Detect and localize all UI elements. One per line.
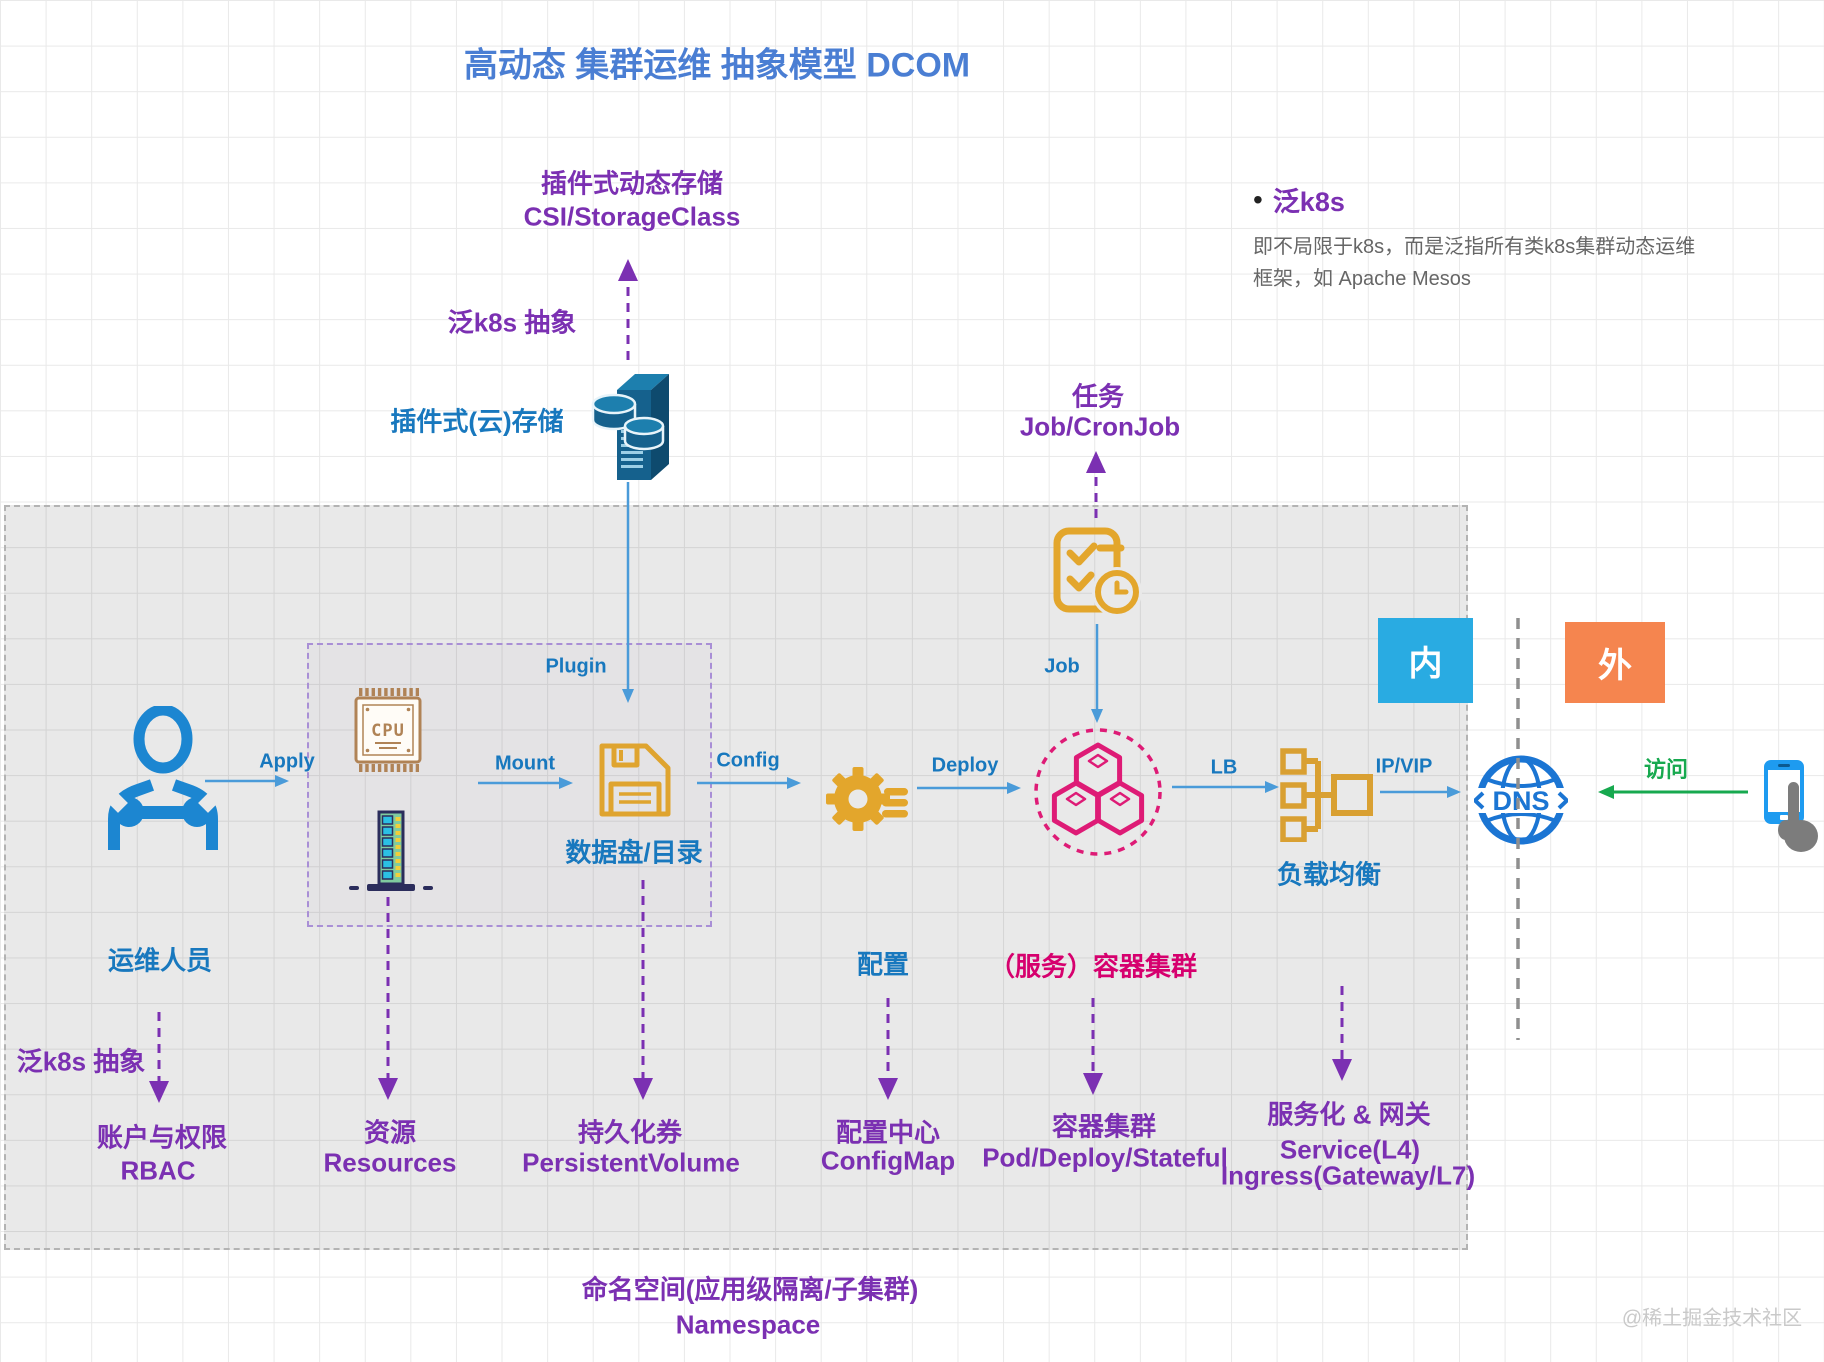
gateway-label-line1: 服务化 & 网关: [1267, 1099, 1431, 1130]
job-arrow-label: Job: [1044, 655, 1080, 678]
gateway-label-line3: Ingress(Gateway/L7): [1220, 1160, 1476, 1191]
rbac-label-line2: RBAC: [120, 1155, 196, 1186]
external-zone-badge: 外: [1565, 622, 1665, 703]
namespace-label-line2: Namespace: [675, 1309, 821, 1340]
internal-zone-badge: 内: [1378, 618, 1473, 703]
pv-label-line1: 持久化券: [577, 1117, 683, 1148]
ops-person-icon: [108, 706, 218, 850]
watermark: @稀土掘金技术社区: [1621, 1307, 1803, 1330]
external-zone-label: 外: [1598, 647, 1632, 685]
resources-label-line2: Resources: [323, 1147, 457, 1178]
cluster-boundary-zone: [4, 505, 1468, 1250]
note-bullet: •: [1253, 183, 1263, 215]
deploy-label: Deploy: [931, 754, 999, 777]
plugin-cloud-storage-label: 插件式(云)存储: [390, 406, 564, 437]
diagram-title: 高动态 集群运维 抽象模型 DCOM: [463, 46, 971, 85]
namespace-label-line1: 命名空间(应用级隔离/子集群): [581, 1274, 919, 1305]
configmap-label-line2: ConfigMap: [820, 1145, 956, 1176]
k8s-abstract-top-label: 泛k8s 抽象: [447, 307, 577, 338]
k8s-abstract-bottom-label: 泛k8s 抽象: [16, 1046, 146, 1077]
loadbalancer-label: 负载均衡: [1276, 859, 1382, 890]
configmap-label-line1: 配置中心: [835, 1117, 941, 1148]
note-body: 即不局限于k8s，而是泛指所有类k8s集群动态运维框架，如 Apache Mes…: [1253, 236, 1696, 290]
note-heading: 泛k8s: [1272, 187, 1345, 217]
disk-label: 数据盘/目录: [565, 837, 703, 868]
cpu-chip-icon: CPU: [354, 688, 422, 772]
pv-label-line2: PersistentVolume: [522, 1147, 740, 1178]
internal-zone-label: 内: [1408, 645, 1443, 683]
ipvip-label: IP/VIP: [1375, 755, 1433, 778]
dns-text: DNS: [1492, 786, 1549, 816]
config-zh-label: 配置: [856, 949, 910, 980]
config-gear-icon: [826, 767, 908, 831]
client-phone-icon: [1764, 760, 1818, 852]
config-flow-label: Config: [716, 749, 780, 772]
load-balancer-icon: [1280, 748, 1373, 842]
cluster-label-line2: Pod/Deploy/Stateful: [982, 1142, 1228, 1173]
ops-label: 运维人员: [107, 945, 213, 976]
resources-label-line1: 资源: [363, 1117, 417, 1148]
apply-label: Apply: [259, 750, 315, 773]
job-checklist-icon: [1053, 527, 1142, 617]
k8s-note: • 泛k8s 即不局限于k8s，而是泛指所有类k8s集群动态运维框架，如 Apa…: [1253, 180, 1725, 295]
pods-cluster-icon: [1034, 728, 1162, 856]
access-label: 访问: [1643, 757, 1689, 782]
service-cluster-label: （服务）容器集群: [988, 951, 1198, 982]
cluster-label-line1: 容器集群: [1051, 1111, 1157, 1142]
gateway-label-line2: Service(L4): [1279, 1134, 1421, 1165]
cpu-text: CPU: [371, 721, 405, 741]
csi-label-line1: 插件式动态存储: [540, 168, 724, 199]
cloud-storage-icon: [591, 374, 669, 480]
lb-flow-label: LB: [1210, 756, 1238, 779]
dns-globe-icon: DNS: [1474, 755, 1568, 845]
task-label-line2: Job/CronJob: [1019, 411, 1181, 442]
node-resource-group-box: [307, 643, 712, 927]
data-disk-icon: [599, 743, 671, 817]
hand-cursor-icon: [1778, 782, 1818, 852]
ram-icon: [349, 810, 433, 891]
rbac-label-line1: 账户与权限: [96, 1122, 228, 1153]
task-label-line1: 任务: [1071, 381, 1125, 412]
plugin-label: Plugin: [545, 655, 607, 678]
mount-label: Mount: [495, 752, 555, 775]
wrench-icon: [108, 793, 218, 827]
csi-label-line2: CSI/StorageClass: [523, 201, 741, 232]
